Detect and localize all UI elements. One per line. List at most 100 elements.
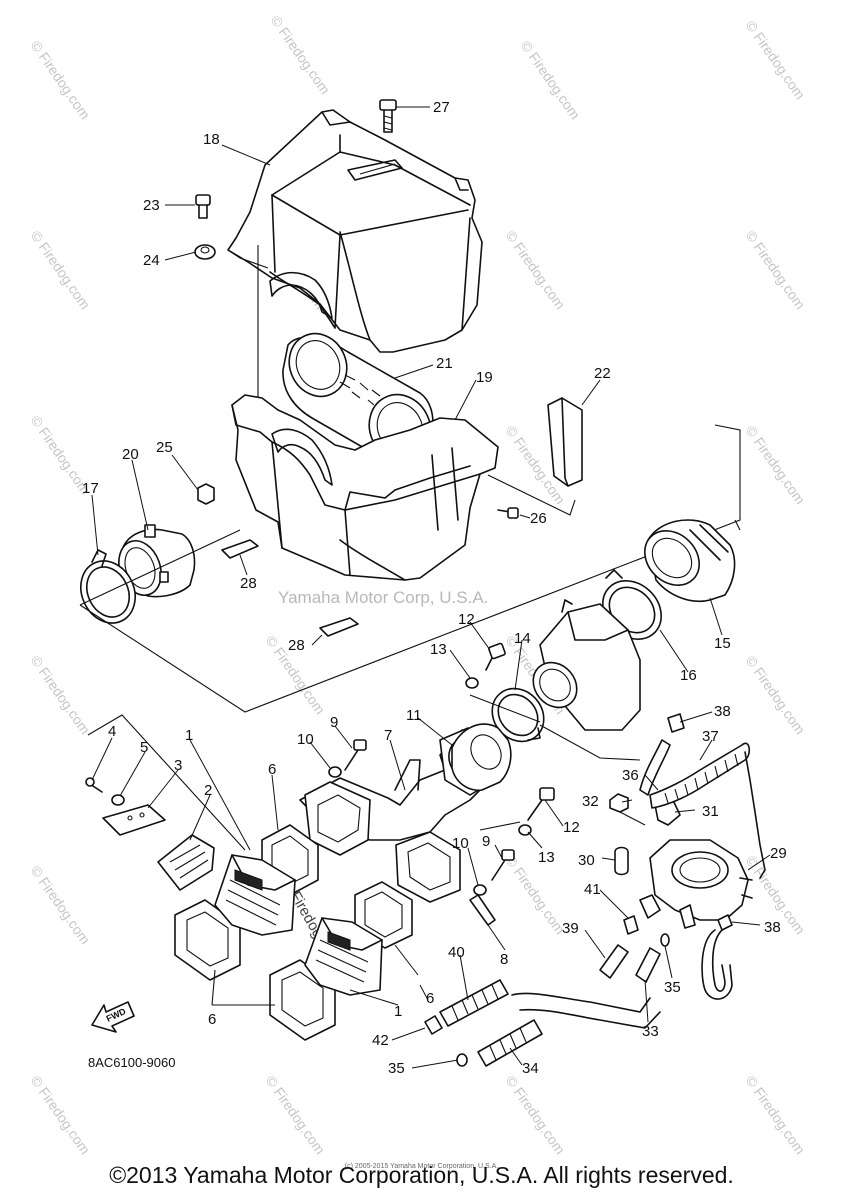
washer-10-upper [328,766,342,778]
callout-1: 1 [394,1003,402,1020]
callout-32: 32 [582,793,599,810]
callout-18: 18 [203,131,220,148]
fuel-line [511,992,651,1013]
clip-38-upper [667,713,685,733]
guide-line [479,811,646,831]
rubber-joint [644,519,736,602]
callout-28: 28 [240,575,257,592]
callout-34: 34 [522,1060,539,1077]
throttle-body [532,599,641,731]
callout-10: 10 [452,835,469,852]
bolt-26 [497,507,519,519]
callout-21: 21 [436,355,453,372]
nipple-8 [469,894,496,926]
clip-41 [623,915,639,935]
guide-line [211,969,275,1006]
bolt-9-upper [344,739,367,771]
callout-5: 5 [140,739,148,756]
guide-line [539,724,641,761]
fwd-arrow-icon: FWD [91,1001,135,1033]
callout-8: 8 [500,951,508,968]
gasket-strip [547,397,583,487]
watermark-small: © Firedog.com [503,853,569,938]
clip-35-right [660,933,670,947]
nut-25 [197,483,215,505]
callout-29: 29 [770,845,787,862]
callout-38: 38 [714,703,731,720]
callout-3: 3 [174,757,182,774]
callout-labels: 27 18 23 24 21 19 22 25 20 17 26 28 28 1… [82,99,787,1077]
callout-6: 6 [426,990,434,1007]
callout-28: 28 [288,637,305,654]
nut-32 [609,793,629,813]
callout-35: 35 [664,979,681,996]
callout-41: 41 [584,881,601,898]
pad-28-upper [221,539,259,559]
watermark-small: © Firedog.com [518,38,584,123]
callout-11: 11 [406,707,422,724]
reed-valve-a [214,854,296,936]
washer-10-lower [473,884,487,896]
tiny-credit: (c) 2005-2015 Yamaha Motor Corporation, … [344,1163,499,1170]
hose-37 [649,742,766,879]
bolt-12-lower [527,787,555,821]
intake-pipe [451,723,512,792]
watermark-small: © Firedog.com [743,423,809,508]
callout-9: 9 [330,714,338,731]
callout-27: 27 [433,99,450,116]
watermark-small: © Firedog.com [28,863,94,948]
pad-28-lower [319,617,359,637]
callout-24: 24 [143,252,160,269]
watermark-small: © Firedog.com [743,228,809,313]
callout-16: 16 [680,667,697,684]
bolt-12-upper [485,642,506,671]
callout-17: 17 [82,480,99,497]
callout-6: 6 [208,1011,216,1028]
clip-35-lower [456,1053,468,1067]
callout-12: 12 [563,819,580,836]
copyright-footer: ©2013 Yamaha Motor Corporation, U.S.A. A… [109,1162,734,1188]
watermark-small: © Firedog.com [743,1073,809,1158]
washer-5 [111,794,125,806]
callout-4: 4 [108,723,116,740]
watermark-small: © Firedog.com [28,228,94,313]
callout-31: 31 [702,803,719,820]
callout-1: 1 [185,727,193,744]
callout-9: 9 [482,833,490,850]
reed-stopper-2 [157,834,215,891]
watermark-center: Yamaha Motor Corp, U.S.A. [278,588,488,607]
callout-23: 23 [143,197,160,214]
bolt-27 [379,99,397,133]
callout-40: 40 [448,944,465,961]
washer-13-upper [465,677,479,689]
drawing-number: 8AC6100-9060 [88,1055,175,1070]
callout-20: 20 [122,446,139,463]
watermark-small: © Firedog.com [28,653,94,738]
callout-26: 26 [530,510,547,527]
callout-12: 12 [458,611,475,628]
leader-lines [91,106,771,1069]
hose-38-loop [701,914,733,1000]
reed-valve-b [304,917,383,996]
watermark-small: © Firedog.com [503,228,569,313]
callout-10: 10 [297,731,314,748]
pipe-30 [614,846,629,876]
airbox-body [231,394,499,581]
callout-35: 35 [388,1060,405,1077]
callout-42: 42 [372,1032,389,1049]
hose-34 [477,1019,543,1067]
callout-22: 22 [594,365,611,382]
callout-14: 14 [514,630,531,647]
callout-7: 7 [384,727,392,744]
callout-19: 19 [476,369,493,386]
watermark-small: © Firedog.com [268,13,334,98]
callout-39: 39 [562,920,579,937]
guide-line [87,714,246,851]
callout-36: 36 [622,767,639,784]
callout-38: 38 [764,919,781,936]
callout-25: 25 [156,439,173,456]
grommet-24 [194,244,216,260]
clip-42 [424,1015,443,1035]
hose-39 [599,944,629,979]
